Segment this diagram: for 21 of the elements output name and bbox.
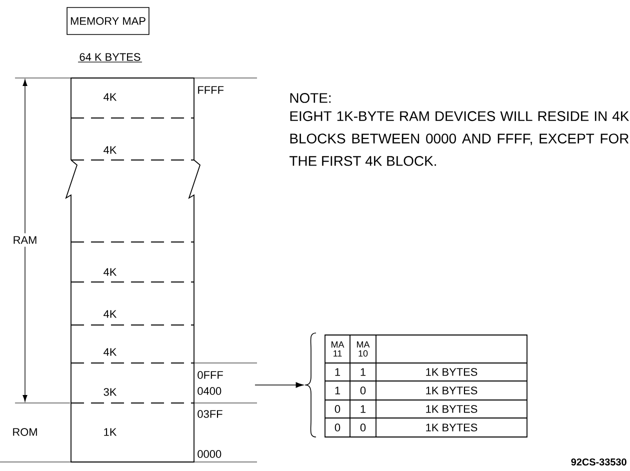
arrow [254, 382, 304, 388]
block-size-label: 4K [104, 93, 117, 101]
block-size-label: 4K [104, 146, 117, 154]
address-label: 0FFF [198, 371, 223, 379]
block-size-label: 4K [104, 310, 117, 318]
address-label: 0000 [198, 450, 222, 458]
block-size-label: 3K [104, 388, 117, 396]
address-label: FFFF [198, 86, 224, 94]
address-label: 03FF [198, 410, 222, 418]
region-label: ROM [13, 428, 37, 436]
note-heading: NOTE: [290, 93, 331, 103]
bit-table: MA 11 MA 10 1 1 1K BYTES 1 0 1K BYTES 0 1 1K BYTES 0 0 1K BYTES [304, 332, 528, 438]
column-heading: 64 K BYTES [78, 53, 142, 62]
address-label: 0400 [198, 387, 222, 395]
block-size-label: 1K [104, 428, 117, 436]
figure-code: 92CS-33530 [571, 458, 626, 466]
title-box: MEMORY MAP [66, 7, 150, 35]
block-size-label: 4K [104, 348, 117, 356]
note-text: EIGHT 1K-BYTE RAM DEVICES WILL RESIDE IN 4K BLOCKS BETWEEN 0000 AND FFFF, EXCEPT FOR THE FIRST 4K BLOCK. [290, 111, 630, 166]
block-size-label: 4K [104, 268, 117, 276]
region-label: RAM [10, 233, 40, 247]
